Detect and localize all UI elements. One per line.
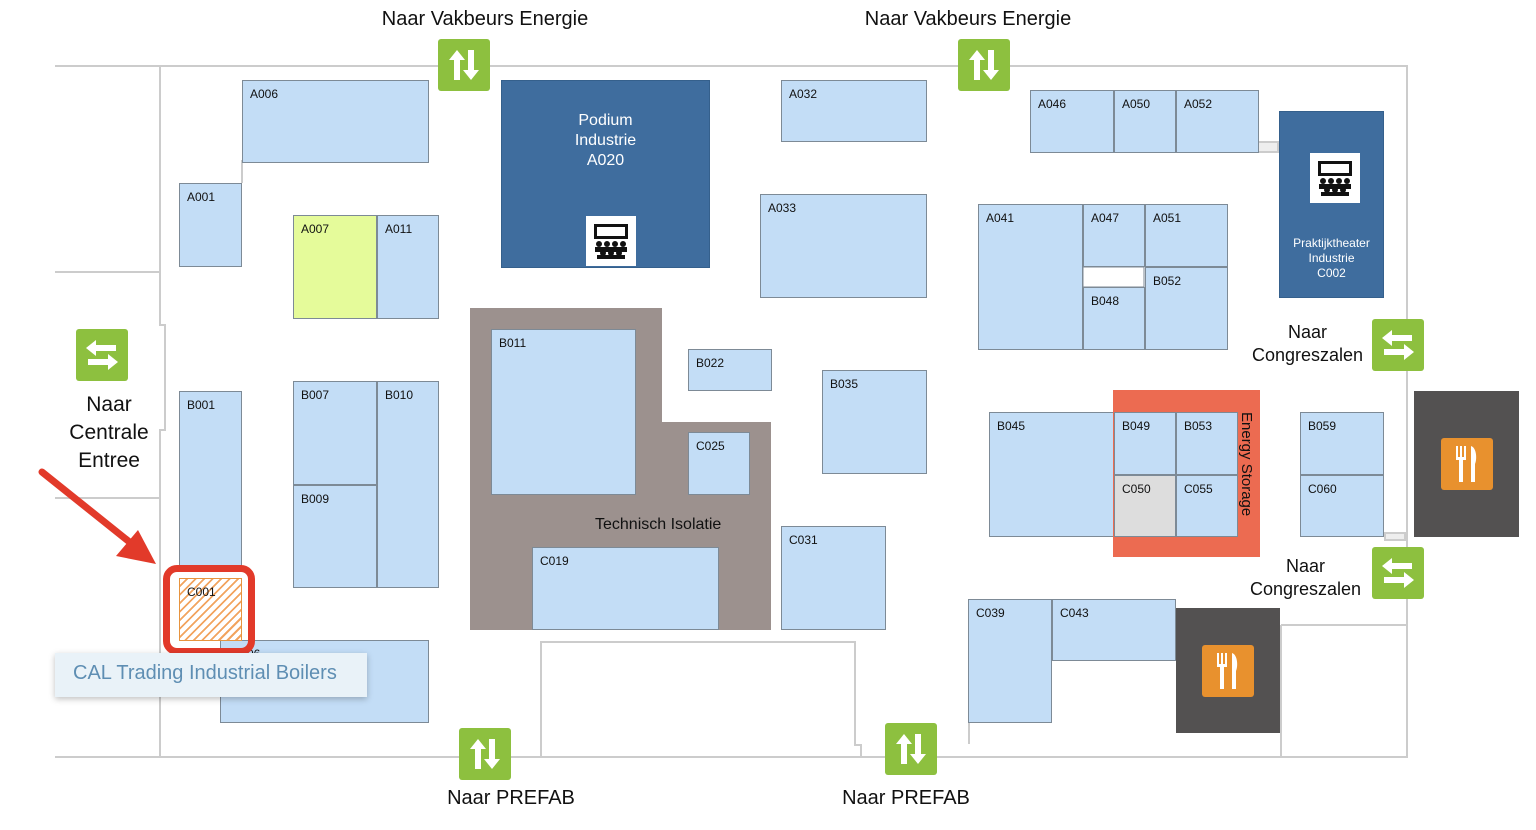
booth-b007[interactable]: B007 [293, 381, 377, 485]
booth-b009[interactable]: B009 [293, 485, 377, 588]
booth-a011[interactable]: A011 [377, 215, 439, 319]
booth-a007[interactable]: A007 [293, 215, 377, 319]
cinema-audience-icon [586, 216, 636, 266]
booth-a047[interactable]: A047 [1083, 204, 1145, 267]
booth-b035[interactable]: B035 [822, 370, 927, 474]
nav-label-congres-lower-line2: Congreszalen [1249, 579, 1362, 600]
booth-c050[interactable]: C050 [1114, 475, 1176, 537]
booth-b001[interactable]: B001 [179, 391, 242, 571]
booth-b022[interactable]: B022 [688, 349, 772, 391]
theatre-podium-line1: Podium [578, 112, 633, 129]
nav-label-prefab-left: Naar PREFAB [447, 787, 575, 809]
catering-area-right[interactable] [1414, 391, 1519, 537]
booth-a050[interactable]: A050 [1114, 90, 1176, 153]
nav-congreszalen-upper-button[interactable] [1372, 319, 1424, 371]
theatre-praktijk-line3: C002 [1317, 266, 1346, 280]
booth-c039[interactable]: C039 [968, 599, 1052, 723]
nav-label-centrale-line2: Centrale [69, 421, 149, 444]
energy-storage-label: Energy Storage [1238, 412, 1255, 517]
theatre-praktijk-line1: Praktijktheater [1293, 236, 1370, 250]
nav-label-centrale-line3: Entree [78, 449, 140, 472]
booth-b010[interactable]: B010 [377, 381, 439, 588]
fork-knife-icon [1202, 644, 1254, 697]
theatre-podium-line2: Industrie [574, 132, 637, 149]
nav-centrale-entree-button[interactable] [76, 329, 128, 381]
booth-c060[interactable]: C060 [1300, 475, 1384, 537]
nav-vakbeurs-energie-right-button[interactable] [958, 39, 1010, 91]
booth-b011[interactable]: B011 [491, 329, 636, 495]
selected-booth-highlight [163, 565, 255, 655]
up-down-arrows-icon [969, 50, 999, 80]
fork-knife-icon [1440, 438, 1493, 490]
nav-congreszalen-lower-button[interactable] [1372, 547, 1424, 599]
theatre-praktijktheater[interactable]: Praktijktheater Industrie C002 [1279, 111, 1384, 298]
booth-a041[interactable]: A041 [978, 204, 1083, 350]
cinema-audience-icon [1310, 153, 1360, 203]
theatre-praktijk-line2: Industrie [1308, 251, 1355, 265]
booth-a051[interactable]: A051 [1145, 204, 1228, 267]
booth-c031[interactable]: C031 [781, 526, 886, 630]
up-down-arrows-icon [470, 739, 500, 769]
booth-a001[interactable]: A001 [179, 183, 242, 267]
left-right-arrows-icon [1382, 330, 1414, 360]
red-arrow-icon [38, 468, 156, 564]
booth-b052[interactable]: B052 [1145, 267, 1228, 350]
booth-b059[interactable]: B059 [1300, 412, 1384, 475]
booth-b049[interactable]: B049 [1114, 412, 1176, 475]
booth-c001[interactable]: C001 [179, 578, 242, 641]
nav-label-congres-lower-line1: Naar [1285, 556, 1325, 576]
up-down-arrows-icon [449, 50, 479, 80]
nav-label-congres-upper-line2: Congreszalen [1251, 345, 1364, 366]
nav-label-centrale-line1: Naar [86, 393, 132, 416]
booth-a032[interactable]: A032 [781, 80, 927, 142]
left-right-arrows-icon [1382, 558, 1414, 588]
booth-c043[interactable]: C043 [1052, 599, 1176, 661]
nav-label-vakbeurs-energie-left: Naar Vakbeurs Energie [381, 8, 589, 30]
booth-c025[interactable]: C025 [688, 432, 750, 495]
booth-a006[interactable]: A006 [242, 80, 429, 163]
booth-c019[interactable]: C019 [532, 547, 719, 630]
technisch-isolatie-label: Technisch Isolatie [595, 516, 722, 533]
booth-a052[interactable]: A052 [1176, 90, 1259, 153]
nav-label-congreszalen-lower: Naar Congreszalen [1238, 555, 1373, 602]
up-down-arrows-icon [896, 734, 926, 764]
catering-area-bottom[interactable] [1176, 608, 1280, 733]
booth-c055[interactable]: C055 [1176, 475, 1238, 537]
booth-b045[interactable]: B045 [989, 412, 1114, 537]
booth-a033[interactable]: A033 [760, 194, 927, 298]
exhibitor-tooltip: CAL Trading Industrial Boilers [55, 653, 367, 697]
nav-prefab-left-button[interactable] [459, 728, 511, 780]
theatre-podium-line3: A020 [586, 152, 625, 169]
nav-prefab-right-button[interactable] [885, 723, 937, 775]
nav-label-congreszalen-upper: Naar Congreszalen [1240, 321, 1375, 368]
nav-label-vakbeurs-energie-right: Naar Vakbeurs Energie [864, 8, 1072, 30]
nav-label-centrale-entree: Naar Centrale Entree [54, 391, 164, 475]
booth-b053[interactable]: B053 [1176, 412, 1238, 475]
booth-a046[interactable]: A046 [1030, 90, 1114, 153]
nav-label-congres-upper-line1: Naar [1287, 322, 1327, 342]
nav-vakbeurs-energie-left-button[interactable] [438, 39, 490, 91]
left-right-arrows-icon [86, 340, 118, 370]
booth-b048[interactable]: B048 [1083, 287, 1145, 350]
theatre-podium-industrie[interactable]: Podium Industrie A020 [501, 80, 710, 268]
nav-label-prefab-right: Naar PREFAB [842, 787, 970, 809]
